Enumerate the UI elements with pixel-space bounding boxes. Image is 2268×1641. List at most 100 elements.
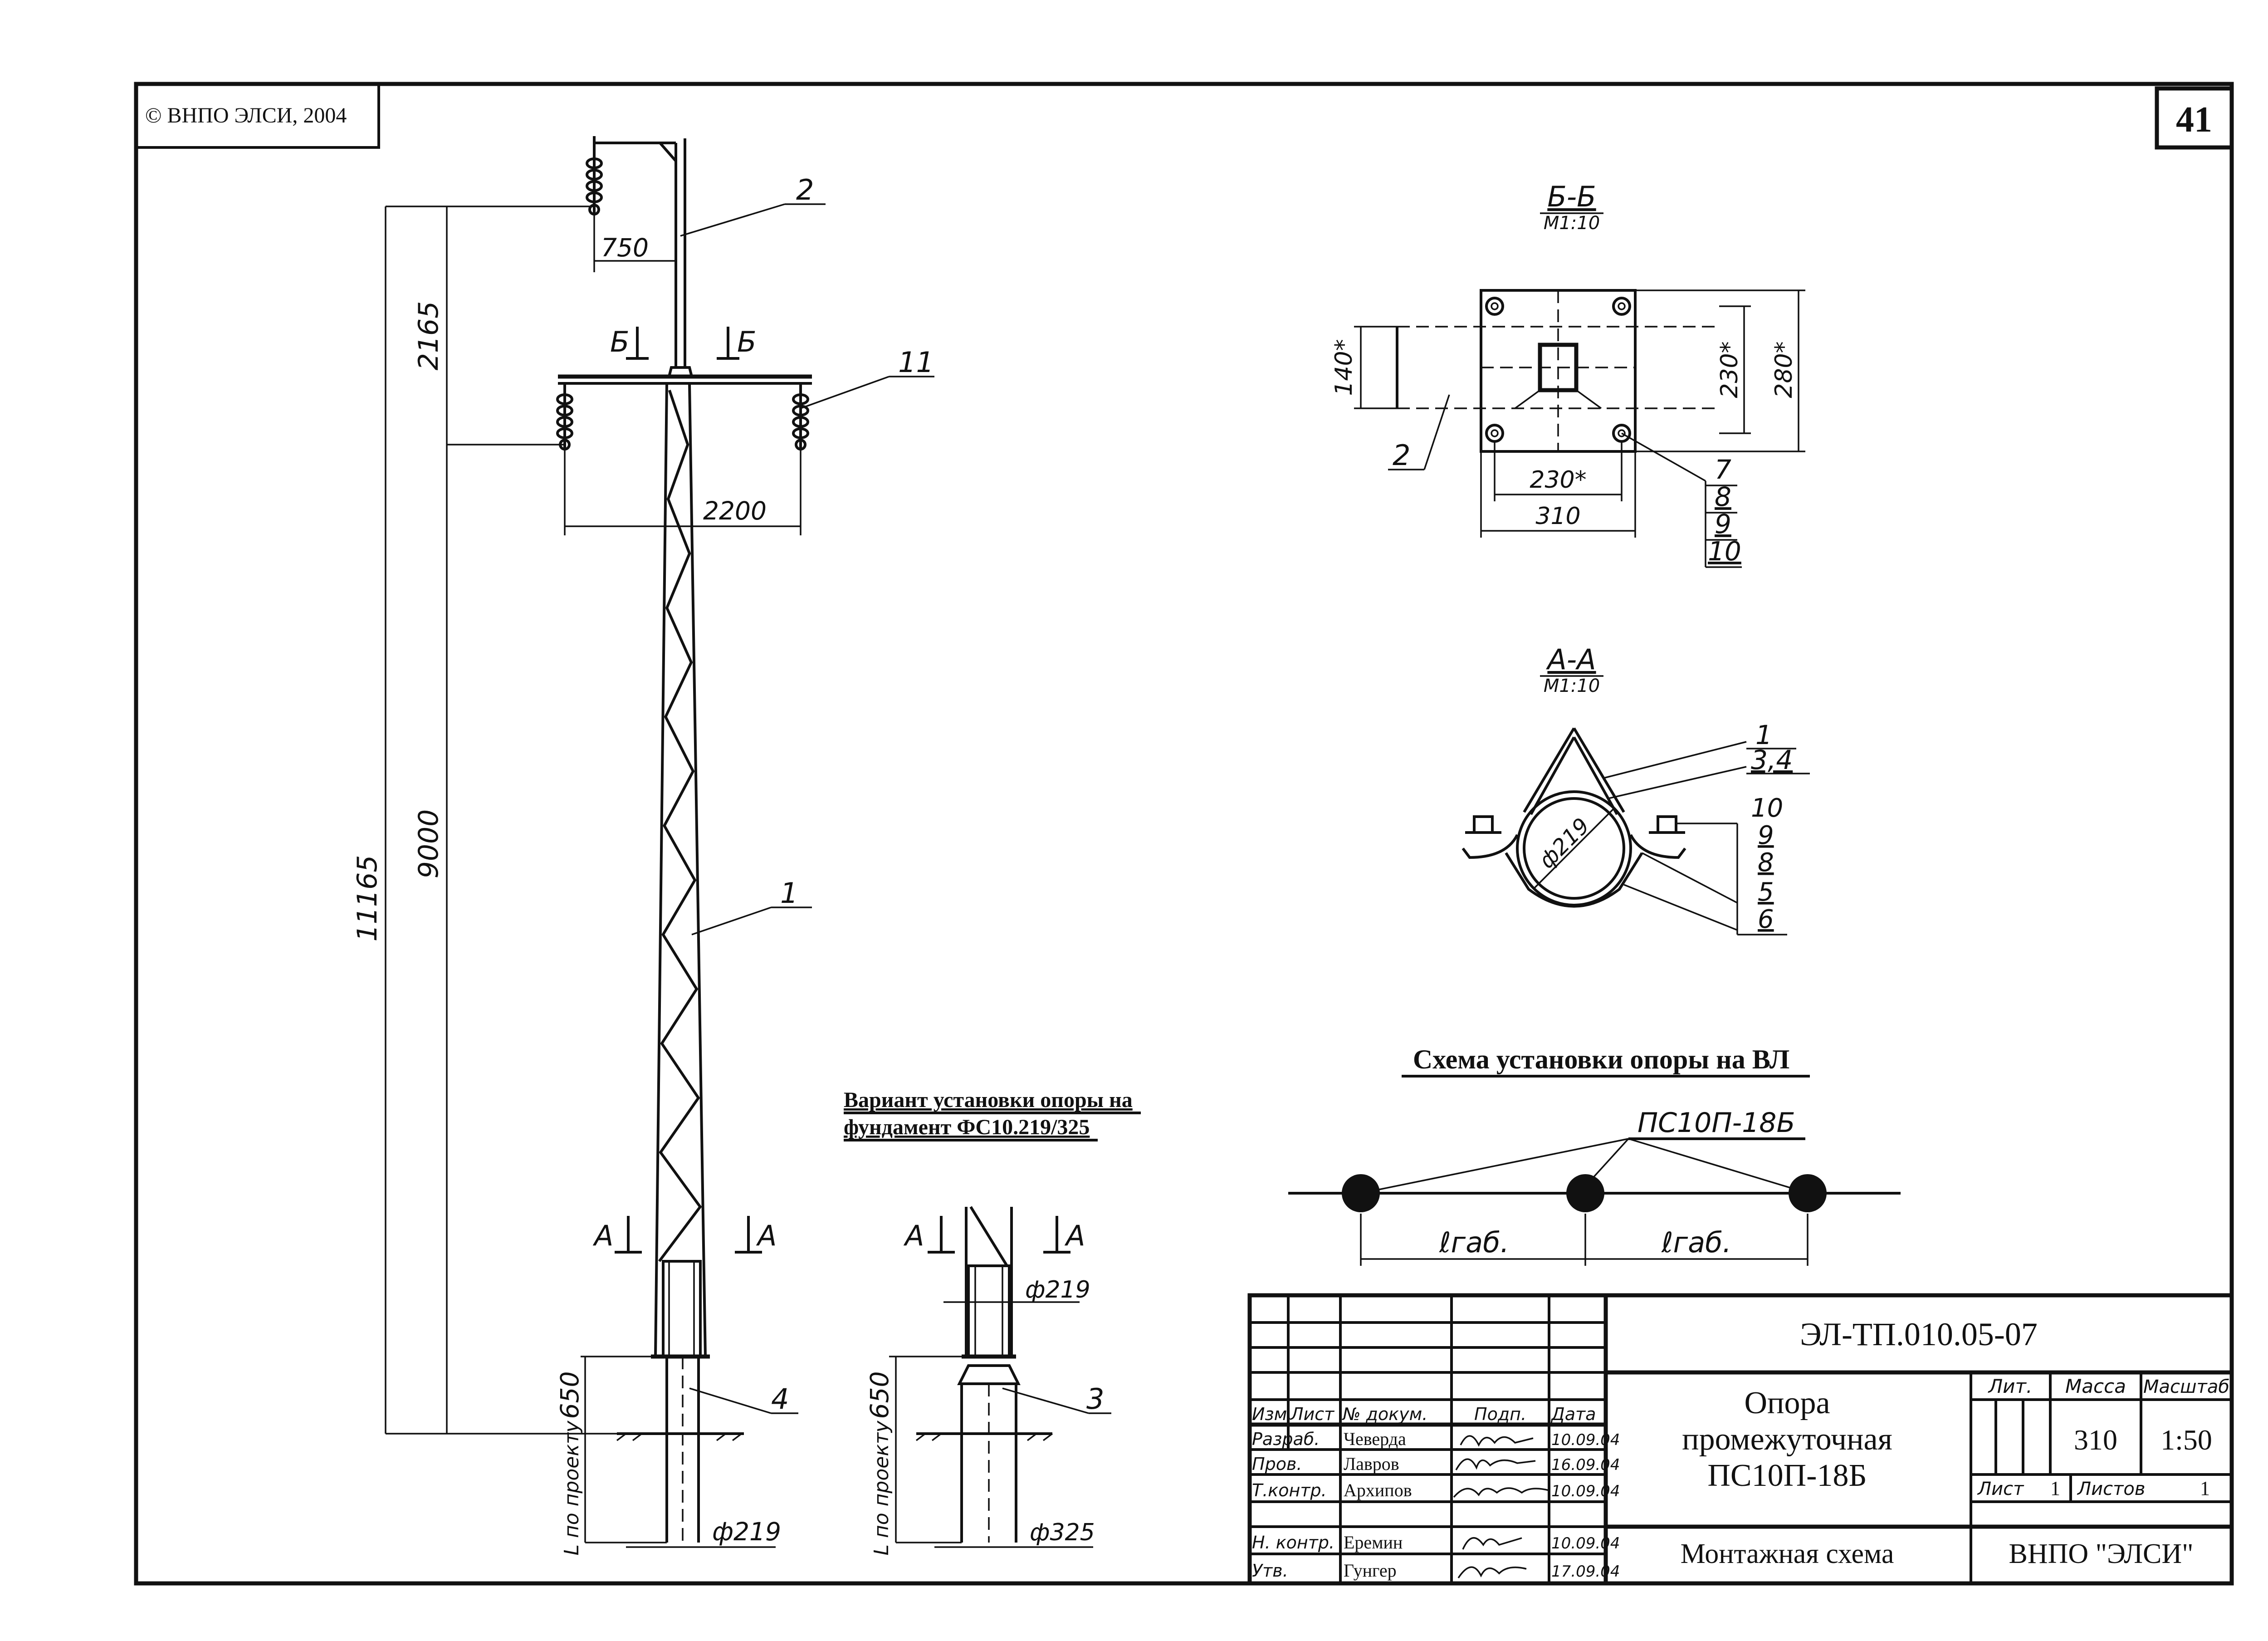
dim-foundation: 650: [555, 1372, 584, 1419]
doc-name-2: промежуточная: [1682, 1422, 1892, 1457]
scale-label: Масштаб: [2143, 1376, 2229, 1397]
aa-dim-diameter: ф219: [1534, 813, 1594, 873]
role-tkontr: Т.контр.: [1252, 1480, 1327, 1500]
signatures: [1453, 1435, 1549, 1578]
role-utv: Утв.: [1252, 1561, 1288, 1581]
pos-2-label: 2: [796, 173, 814, 206]
dim-top-arm: 750: [601, 233, 649, 262]
section-aa-title: А-А: [1545, 643, 1596, 676]
scale-value: 1:50: [2160, 1424, 2212, 1456]
dim-upper: 2165: [413, 301, 445, 371]
variant-title-1: Вариант установки опоры на: [844, 1088, 1133, 1112]
support-marker-1: [1342, 1174, 1380, 1212]
dim-mid: 9000: [413, 809, 445, 879]
bb-dim-280: 280*: [1770, 341, 1798, 398]
section-a-right: А: [756, 1219, 777, 1252]
section-bb: Б-Б М1:10 140* 230* 280* 230* 310: [1330, 180, 1805, 568]
support-marker-2: [1566, 1174, 1604, 1212]
name-razrab: Чеверда: [1344, 1429, 1406, 1449]
aa-callout-9: 9: [1758, 821, 1774, 850]
insulator-right: [792, 383, 809, 451]
page-number: 41: [2176, 100, 2212, 140]
title-block: ЭЛ-ТП.010.05-07 Опора промежуточная ПС10…: [1247, 1293, 2234, 1586]
role-prov: Пров.: [1252, 1454, 1302, 1474]
aa-callout-10: 10: [1751, 794, 1783, 823]
doc-type: Монтажная схема: [1681, 1538, 1894, 1569]
date-prov: 16.09.04: [1551, 1456, 1620, 1474]
variant-title-2: фундамент ФС10.219/325: [844, 1115, 1090, 1139]
variant-dim-diameter-top: ф219: [1025, 1276, 1090, 1303]
schema-span-left: ℓгаб.: [1439, 1226, 1509, 1259]
pole-lattice: [658, 390, 702, 1262]
role-razrab: Разраб.: [1252, 1429, 1320, 1449]
col-header-izm: Изм.: [1252, 1404, 1292, 1424]
lattice-zigzag: [658, 390, 702, 1262]
bb-dim-230h: 230*: [1530, 466, 1586, 494]
section-b-left: Б: [610, 325, 630, 358]
copyright: © ВНПО ЭЛСИ, 2004: [145, 103, 347, 127]
variant-section-a-right: А: [1064, 1219, 1085, 1252]
variant-view: Вариант установки опоры на фундамент ФС1…: [844, 1088, 1141, 1556]
insulator-top: [586, 136, 603, 216]
col-header-doc: № докум.: [1342, 1404, 1427, 1424]
section-a-left: А: [592, 1219, 613, 1252]
org-name: ВНПО "ЭЛСИ": [2009, 1538, 2194, 1569]
section-bb-title: Б-Б: [1547, 180, 1596, 213]
section-b-right: Б: [737, 325, 757, 358]
pos-1-label: 1: [780, 877, 798, 910]
variant-dim-foundation: 650: [865, 1372, 894, 1419]
aa-callout-5: 5: [1758, 877, 1774, 907]
date-razrab: 10.09.04: [1551, 1431, 1620, 1449]
variant-dim-diameter-bottom: ф325: [1030, 1519, 1095, 1546]
mass-value: 310: [2074, 1424, 2117, 1456]
sheets-value: 1: [2200, 1477, 2210, 1499]
aa-callout-34: 3,4: [1751, 745, 1793, 775]
schema-support-label: ПС10П-18Б: [1637, 1107, 1795, 1139]
support-marker-3: [1789, 1174, 1827, 1212]
bb-dim-230v: 230*: [1716, 341, 1743, 398]
bb-callout-9: 9: [1715, 509, 1731, 539]
install-schema: Схема установки опоры на ВЛ ПС10П-18Б ℓг…: [1288, 1044, 1901, 1266]
insulator-left: [556, 383, 573, 451]
col-header-sign: Подп.: [1474, 1404, 1526, 1424]
section-aa-scale: М1:10: [1544, 676, 1600, 696]
date-utv: 17.09.04: [1551, 1563, 1620, 1581]
doc-name-1: Опора: [1744, 1386, 1830, 1421]
name-nkontr: Еремин: [1344, 1532, 1403, 1553]
doc-code: ЭЛ-ТП.010.05-07: [1800, 1316, 2038, 1352]
page-number-box: [2155, 86, 2234, 150]
name-tkontr: Архипов: [1344, 1480, 1412, 1500]
dim-total: 11165: [352, 855, 383, 942]
sheet-frame: [134, 82, 2234, 1586]
dim-depth: L по проекту: [560, 1420, 583, 1555]
pos-4-label: 4: [771, 1382, 789, 1416]
aa-callout-8: 8: [1758, 848, 1774, 877]
dim-crossarm: 2200: [703, 496, 767, 525]
variant-pos-3: 3: [1086, 1382, 1104, 1416]
date-tkontr: 10.09.04: [1551, 1482, 1620, 1500]
sheet-value: 1: [2050, 1477, 2060, 1499]
main-view: 11165 9000 2165 650 L по проекту 750 220…: [352, 136, 934, 1556]
variant-dim-depth: L по проекту: [870, 1420, 893, 1555]
role-nkontr: Н. контр.: [1252, 1533, 1334, 1553]
schema-title: Схема установки опоры на ВЛ: [1413, 1044, 1789, 1074]
col-header-date: Дата: [1550, 1404, 1596, 1424]
bb-callout-7: 7: [1715, 454, 1731, 485]
aa-callout-6: 6: [1758, 905, 1774, 934]
sheet-label: Лист: [1977, 1479, 2024, 1499]
variant-section-a-left: А: [903, 1219, 924, 1252]
bb-dim-310: 310: [1535, 503, 1580, 530]
doc-name-3: ПС10П-18Б: [1707, 1458, 1867, 1493]
bb-callout-10: 10: [1708, 536, 1741, 567]
col-header-list: Лист: [1290, 1404, 1335, 1424]
date-nkontr: 10.09.04: [1551, 1534, 1620, 1553]
section-aa: А-А М1:10 ф219 1 3,4 10 9 8 5 6: [1461, 643, 1810, 936]
sheets-label: Листов: [2077, 1479, 2145, 1499]
lit-label: Лит.: [1988, 1375, 2033, 1397]
name-utv: Гунгер: [1344, 1560, 1397, 1581]
copyright-box: [135, 83, 380, 149]
schema-span-right: ℓгаб.: [1661, 1226, 1731, 1259]
section-bb-scale: М1:10: [1544, 213, 1600, 234]
bb-callout-8: 8: [1715, 481, 1731, 512]
